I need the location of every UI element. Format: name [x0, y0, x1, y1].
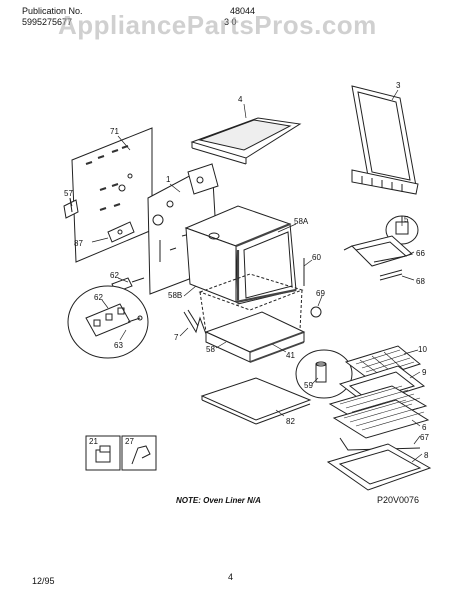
broil-element-part[interactable] — [326, 443, 432, 491]
callout-87: 87 — [74, 239, 83, 248]
callout-68: 68 — [416, 277, 425, 286]
callout-6: 6 — [422, 423, 427, 432]
publication-number: 5995275677 — [22, 17, 73, 27]
top-panel-part[interactable] — [190, 117, 302, 165]
bake-element-part[interactable] — [343, 235, 413, 281]
callout-10: 10 — [418, 345, 427, 354]
callout-60: 60 — [312, 253, 321, 262]
callout-62-upper: 62 — [110, 271, 119, 280]
clip-87-part[interactable] — [107, 221, 135, 243]
callout-66: 66 — [416, 249, 425, 258]
callout-58a: 58A — [294, 217, 309, 226]
part-box-27[interactable] — [121, 435, 157, 471]
watermark: AppliancePartsPros.com — [58, 10, 377, 40]
model-subtitle: 3 0 — [224, 17, 237, 27]
callout-58: 58 — [206, 345, 215, 354]
callout-27: 27 — [125, 437, 134, 446]
model-number: 48044 — [230, 6, 256, 16]
callout-57: 57 — [64, 189, 73, 198]
callout-8: 8 — [424, 451, 429, 460]
plug-69-part[interactable] — [310, 306, 322, 318]
publication-label: Publication No. — [22, 6, 83, 16]
callout-69: 69 — [316, 289, 325, 298]
lower-frame-part[interactable] — [198, 273, 304, 333]
bottom-panel-part[interactable] — [200, 377, 312, 425]
oven-rack-part[interactable] — [328, 385, 430, 439]
footer-date: 12/95 — [32, 576, 55, 586]
terminal-block-inset[interactable] — [67, 285, 149, 359]
callout-59: 59 — [304, 381, 313, 390]
socket-59-part[interactable] — [295, 349, 353, 399]
oven-liner-note: NOTE: Oven Liner N/A — [176, 496, 261, 505]
page-number: 4 — [228, 572, 234, 582]
callout-41: 41 — [286, 351, 295, 360]
callout-21: 21 — [89, 437, 98, 446]
callout-58b: 58B — [168, 291, 182, 300]
callout-9: 9 — [422, 368, 427, 377]
callout-4: 4 — [238, 95, 243, 104]
callout-3: 3 — [396, 81, 401, 90]
spring-clip-7-part[interactable] — [183, 309, 207, 335]
diagram-code: P20V0076 — [377, 495, 420, 505]
oven-cavity-part[interactable] — [184, 205, 297, 305]
callout-71: 71 — [110, 127, 119, 136]
callout-67: 67 — [420, 433, 429, 442]
part-box-21[interactable] — [85, 435, 121, 471]
drawer-part[interactable] — [204, 311, 306, 363]
side-panel-part[interactable] — [351, 85, 419, 195]
callout-62-lower: 62 — [94, 293, 103, 302]
callout-63: 63 — [114, 341, 123, 350]
callout-1: 1 — [166, 175, 171, 184]
callout-7: 7 — [174, 333, 179, 342]
callout-82: 82 — [286, 417, 295, 426]
callout-5: 5 — [404, 215, 409, 224]
